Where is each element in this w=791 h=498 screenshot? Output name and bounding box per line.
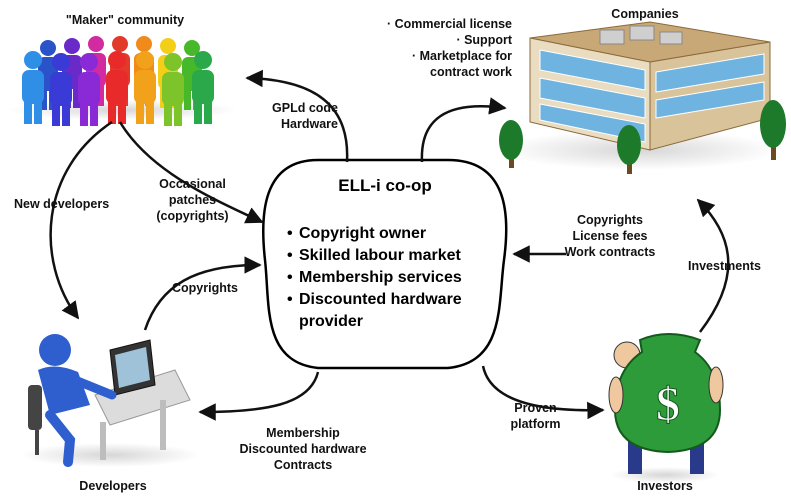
tree-figure [760, 100, 786, 160]
companies-label: Companies [611, 7, 679, 21]
svg-text:$: $ [656, 378, 680, 431]
tree-figure [617, 125, 641, 174]
person-figure [106, 51, 128, 124]
person-figure [162, 53, 184, 126]
maker-community-illustration [7, 36, 237, 126]
copyrights-label: Copyrights [172, 281, 238, 295]
person-figure [134, 51, 156, 124]
arrow-core-to-maker [245, 69, 349, 163]
gpl-label: GPLd code Hardware [272, 101, 338, 131]
person-figure [78, 53, 100, 126]
companies-building-illustration [499, 21, 786, 174]
arrow-investors-to-companies [696, 198, 730, 333]
developers-label: Developers [79, 479, 147, 493]
maker-label: "Maker" community [65, 13, 185, 27]
developer-illustration [20, 334, 200, 467]
core-role-list: Copyright owner Skilled labour market Me… [287, 223, 495, 333]
investments-label: Investments [688, 259, 761, 273]
arrow-maker-to-core [118, 121, 264, 224]
person-figure [50, 53, 72, 126]
patches-label: Occasional patches (copyrights) [156, 177, 229, 223]
flow-arrows [49, 69, 730, 421]
investors-label: Investors [637, 479, 693, 493]
core-role-item: Membership services [287, 267, 495, 289]
core-role-item: Copyright owner [287, 223, 495, 245]
investor-illustration: $ [608, 333, 724, 483]
arrow-core-to-investors [481, 365, 605, 420]
person-figure [22, 51, 44, 124]
membership-label: Membership Discounted hardware Contracts [239, 426, 367, 472]
new-developers-label: New developers [14, 197, 110, 211]
arrow-maker-to-developers [49, 120, 113, 320]
tree-figure [499, 120, 523, 168]
company-pay-label: Copyrights License fees Work contracts [564, 213, 656, 259]
company-offer-label: · Commercial license · Support · Marketp… [386, 17, 512, 79]
arrow-core-to-developers [198, 371, 320, 421]
arrow-developers-to-core [143, 256, 262, 331]
proven-platform-label: Proven platform [510, 401, 561, 431]
core-role-item: Skilled labour market [287, 245, 495, 267]
core-title: ELL-i co-op [338, 176, 432, 195]
core-role-item: Discounted hardware provider [287, 289, 495, 333]
arrow-core-to-companies [420, 97, 507, 163]
person-figure [192, 51, 214, 124]
